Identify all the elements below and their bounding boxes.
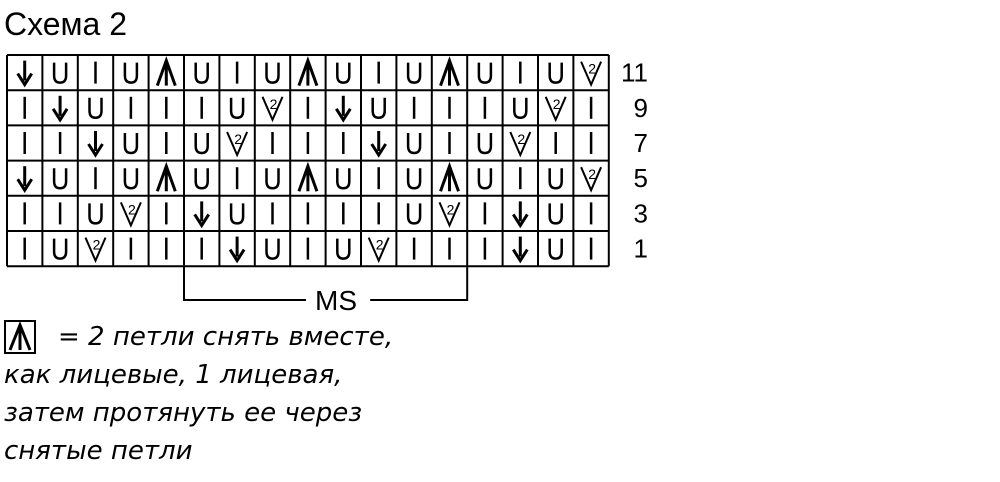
central-double-decrease-symbol — [155, 161, 177, 192]
central-double-decrease-symbol — [155, 56, 177, 87]
yarn-over-symbol — [477, 62, 493, 84]
two-together-symbol: 2 — [544, 96, 567, 123]
two-together-symbol: 2 — [438, 201, 461, 228]
two-together-mark: 2 — [517, 131, 525, 147]
yarn-over-symbol — [336, 238, 351, 260]
two-together-symbol: 2 — [261, 96, 284, 123]
decrease-arrow-symbol — [16, 60, 33, 88]
yarn-over-symbol — [88, 203, 103, 225]
two-together-mark: 2 — [588, 166, 596, 182]
two-together-symbol: 2 — [367, 237, 390, 264]
repeat-label: MS — [315, 285, 357, 316]
two-together-mark: 2 — [376, 237, 384, 253]
yarn-over-symbol — [548, 168, 563, 190]
yarn-over-symbol — [406, 62, 422, 84]
central-double-decrease-legend-icon — [4, 320, 36, 354]
yarn-over-symbol — [548, 238, 563, 260]
decrease-arrow-symbol — [51, 95, 69, 123]
two-together-mark: 2 — [447, 201, 455, 217]
two-together-symbol: 2 — [119, 201, 142, 228]
two-together-mark: 2 — [128, 201, 136, 217]
row-number: 3 — [634, 198, 648, 228]
yarn-over-symbol — [265, 62, 280, 84]
central-double-decrease-symbol — [297, 161, 319, 192]
yarn-over-symbol — [123, 168, 139, 190]
yarn-over-symbol — [229, 97, 245, 120]
two-together-mark: 2 — [270, 96, 278, 112]
two-together-symbol: 2 — [580, 166, 603, 193]
two-together-symbol: 2 — [226, 131, 249, 158]
yarn-over-symbol — [123, 133, 139, 155]
row-number: 7 — [634, 128, 648, 158]
decrease-arrow-symbol — [228, 236, 246, 264]
legend-line-1: = 2 петли снять вместе, — [4, 318, 393, 356]
two-together-mark: 2 — [588, 61, 596, 77]
row-number: 9 — [634, 93, 648, 123]
yarn-over-symbol — [406, 133, 422, 155]
repeat-bracket: MS — [183, 266, 469, 316]
yarn-over-symbol — [123, 62, 139, 84]
central-double-decrease-symbol — [439, 56, 460, 87]
yarn-over-symbol — [477, 168, 493, 190]
yarn-over-symbol — [265, 168, 280, 190]
row-number: 11 — [621, 58, 648, 88]
two-together-symbol: 2 — [84, 237, 107, 264]
decrease-arrow-symbol — [512, 201, 529, 229]
two-together-symbol: 2 — [580, 61, 603, 88]
yarn-over-symbol — [406, 203, 422, 225]
legend-line-2: как лицевые, 1 лицевая, — [4, 360, 343, 390]
legend-line-4: снятые петли — [4, 436, 193, 466]
yarn-over-symbol — [194, 168, 209, 190]
legend: = 2 петли снять вместе, как лицевые, 1 л… — [4, 318, 393, 470]
decrease-arrow-symbol — [16, 166, 33, 193]
two-together-mark: 2 — [93, 237, 101, 253]
yarn-over-symbol — [513, 97, 528, 120]
decrease-arrow-symbol — [335, 95, 352, 123]
legend-line-3: затем протянуть ее через — [4, 398, 363, 428]
yarn-over-symbol — [336, 168, 351, 190]
yarn-over-symbol — [194, 62, 209, 84]
yarn-over-symbol — [406, 168, 422, 190]
yarn-over-symbol — [52, 238, 68, 260]
two-together-symbol: 2 — [509, 131, 532, 158]
yarn-over-symbol — [336, 62, 351, 84]
row-number: 1 — [634, 234, 648, 264]
row-number: 5 — [634, 163, 648, 193]
decrease-arrow-symbol — [87, 131, 104, 158]
decrease-arrow-symbol — [370, 131, 387, 158]
chart-title: Схема 2 — [4, 6, 128, 42]
knitting-chart: 2 11 2 2 9 2 2 7 2 5 2 2 3 2 2 1MS — [6, 54, 648, 316]
decrease-arrow-symbol — [512, 236, 529, 264]
two-together-mark: 2 — [553, 96, 561, 112]
chart-grid — [6, 54, 610, 268]
yarn-over-symbol — [477, 133, 493, 155]
legend-text-1: = 2 петли снять вместе, — [58, 322, 394, 352]
decrease-arrow-symbol — [193, 201, 210, 229]
central-double-decrease-symbol — [439, 161, 460, 192]
two-together-mark: 2 — [234, 131, 242, 147]
yarn-over-symbol — [548, 203, 563, 225]
yarn-over-symbol — [52, 62, 68, 84]
yarn-over-symbol — [548, 62, 563, 84]
yarn-over-symbol — [229, 203, 245, 225]
central-double-decrease-symbol — [297, 56, 319, 87]
yarn-over-symbol — [194, 133, 209, 155]
yarn-over-symbol — [52, 168, 68, 190]
yarn-over-symbol — [371, 97, 386, 120]
yarn-over-symbol — [88, 97, 103, 120]
yarn-over-symbol — [265, 238, 280, 260]
